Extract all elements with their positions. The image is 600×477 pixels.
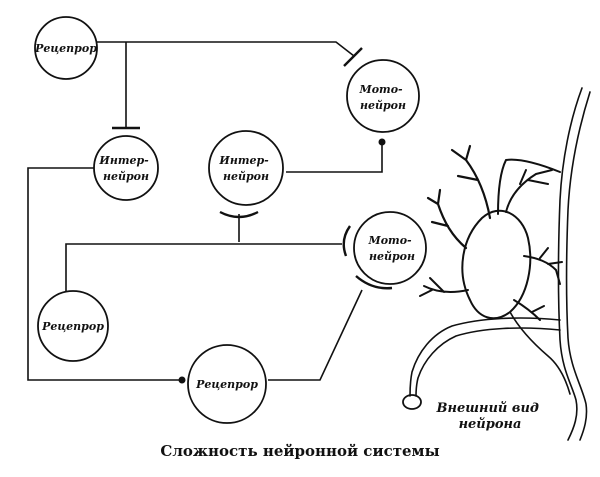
neuron-label-line: Внешний вид [436, 401, 539, 416]
neuron-illustration-label: Внешний вид нейрона [436, 401, 544, 432]
dendrite-right [523, 247, 563, 285]
svg-text:Мото- нейрон: Мото- нейрон [359, 83, 407, 112]
node-label-line: нейрон [360, 99, 406, 112]
neuron-illustration [402, 87, 591, 441]
node-interneuron-left: Интер- нейрон [93, 135, 159, 201]
node-label-line: Мото- [368, 234, 412, 247]
dendrite-upper-right [505, 169, 553, 213]
node-label-line: Интер- [218, 154, 269, 167]
node-label-line: Интер- [98, 154, 149, 167]
synapse-arc-motoneuron-middle-bottom [355, 275, 393, 290]
wire-interneuron-middle-to-motoneuron-top [286, 142, 383, 173]
connections [27, 41, 383, 381]
wire-motoneuron-middle-to-receptor-bottom [268, 289, 363, 381]
svg-text:Мото- нейрон: Мото- нейрон [368, 234, 416, 263]
axon-branch-lower-edge [415, 327, 561, 397]
synapse-arc-motoneuron-middle-left [342, 225, 351, 257]
svg-text:Интер- нейрон: Интер- нейрон [218, 154, 272, 183]
node-label-line: нейрон [103, 170, 149, 183]
node-label-line: Мото- [359, 83, 403, 96]
node-motoneuron-middle: Мото- нейрон [353, 211, 427, 285]
dendrite-upper [450, 144, 492, 220]
svg-text:Рецепрор: Рецепрор [195, 378, 258, 391]
wire-branch-to-receptor-bottom-left [65, 243, 342, 296]
node-receptor-top-left: Рецепрор [34, 16, 98, 80]
node-interneuron-middle: Интер- нейрон [208, 130, 284, 206]
dendrite-lower-left [419, 277, 469, 297]
node-receptor-bottom-left: Рецепрор [37, 290, 109, 362]
synapses [112, 47, 393, 384]
svg-text:Рецепрор: Рецепрор [34, 42, 97, 55]
node-label-line: нейрон [223, 170, 269, 183]
neuron-soma [461, 209, 532, 320]
node-label-line: Рецепрор [41, 320, 104, 333]
figure-caption: Сложность нейронной системы [160, 442, 439, 460]
synapse-bar-motoneuron-top [343, 47, 363, 67]
node-label-line: нейрон [369, 250, 415, 263]
axon-branch-upper-edge [409, 317, 561, 397]
synapse-dot-receptor-bottom [178, 376, 186, 384]
synapse-dot-motoneuron-top [378, 138, 386, 146]
axon-terminal-bulb [402, 394, 422, 410]
node-label-line: Рецепрор [34, 42, 97, 55]
svg-text:Интер- нейрон: Интер- нейрон [98, 154, 152, 183]
node-motoneuron-top: Мото- нейрон [346, 59, 420, 133]
node-label-line: Рецепрор [195, 378, 258, 391]
synapse-arc-interneuron-middle [219, 210, 259, 219]
node-receptor-bottom: Рецепрор [187, 344, 267, 424]
dendrite-left [426, 188, 468, 250]
wire-interneuron-left-to-receptor-bottom [27, 167, 180, 381]
axon-soma-branch [509, 311, 571, 395]
dendrite-lower-right [513, 299, 545, 321]
svg-text:Рецепрор: Рецепрор [41, 320, 104, 333]
dendrite-long-top [497, 158, 561, 215]
axon-trunk-right-edge [565, 91, 591, 441]
axon-trunk-left-edge [557, 87, 583, 441]
wire-receptor-top-to-motoneuron [96, 41, 355, 57]
neuron-label-line: нейрона [459, 417, 522, 432]
